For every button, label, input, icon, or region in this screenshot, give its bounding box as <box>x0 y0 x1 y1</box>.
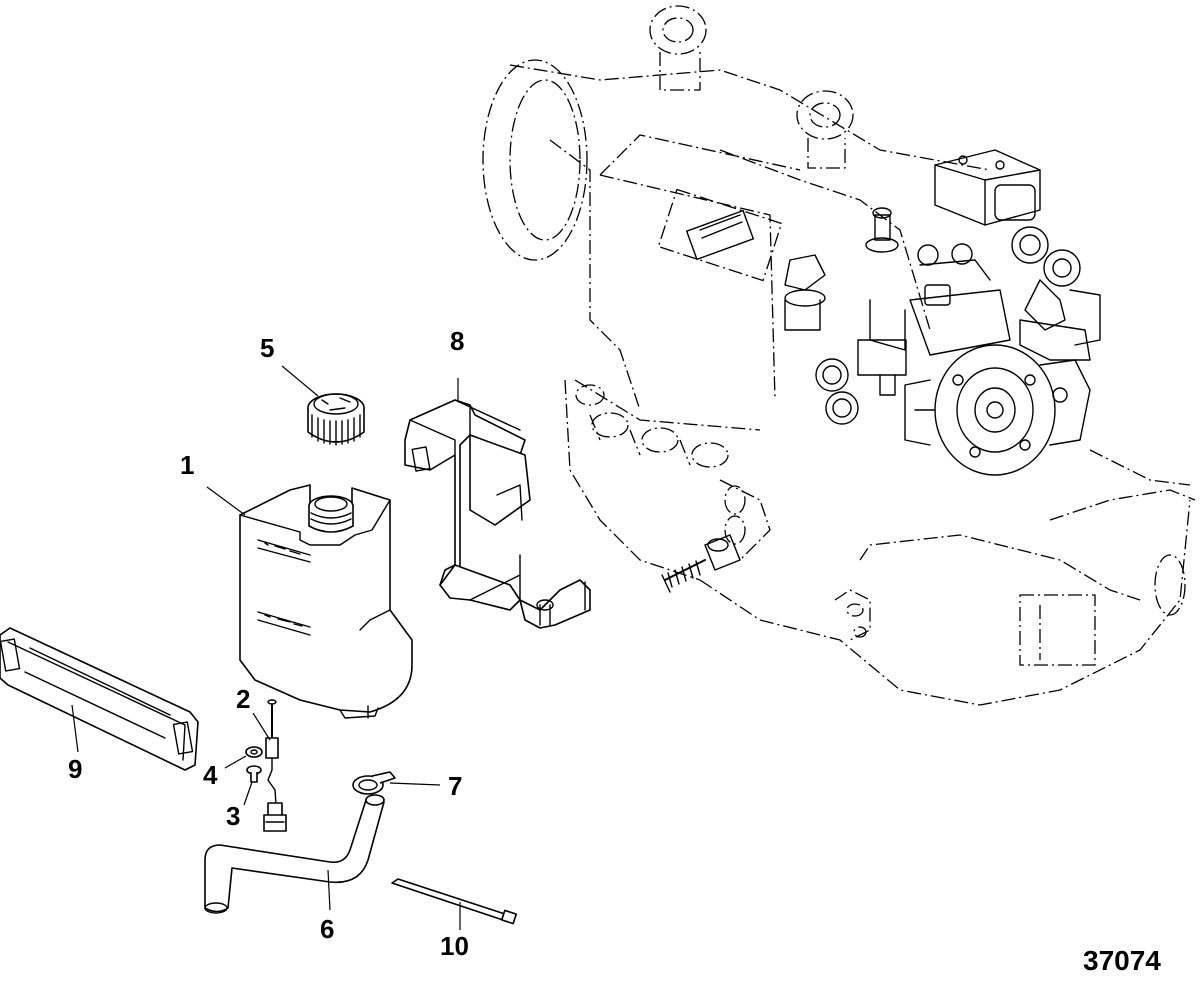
callout-1: 1 <box>180 450 194 480</box>
item-4-washer <box>245 746 263 758</box>
item-8-bracket <box>404 399 591 629</box>
item-9-strap <box>0 627 199 771</box>
item-6-hose <box>204 794 385 914</box>
callout-8: 8 <box>450 326 464 356</box>
item-2-level-sensor <box>263 699 287 832</box>
callout-9: 9 <box>68 754 82 784</box>
callout-3: 3 <box>226 801 240 831</box>
callout-2: 2 <box>236 684 250 714</box>
callout-4: 4 <box>203 760 218 790</box>
callout-6: 6 <box>320 914 334 944</box>
item-5-fill-cap <box>307 393 365 446</box>
callout-10: 10 <box>440 931 469 961</box>
drain-plug <box>661 534 741 593</box>
leader-lines <box>71 365 461 930</box>
callout-5: 5 <box>260 333 274 363</box>
drawing-reference-number: 37074 <box>1083 945 1161 976</box>
item-3-screw <box>246 765 262 783</box>
item-10-cable-tie <box>391 878 518 925</box>
pump-flange <box>904 344 1091 476</box>
valve-body <box>815 149 1101 425</box>
callout-labels: 1 2 3 4 5 6 7 8 9 10 <box>68 326 469 961</box>
transmission-assembly <box>482 5 1196 706</box>
item-7-hose-clamp <box>352 771 396 795</box>
item-1-reservoir-tank <box>239 484 413 719</box>
callout-7: 7 <box>448 771 462 801</box>
